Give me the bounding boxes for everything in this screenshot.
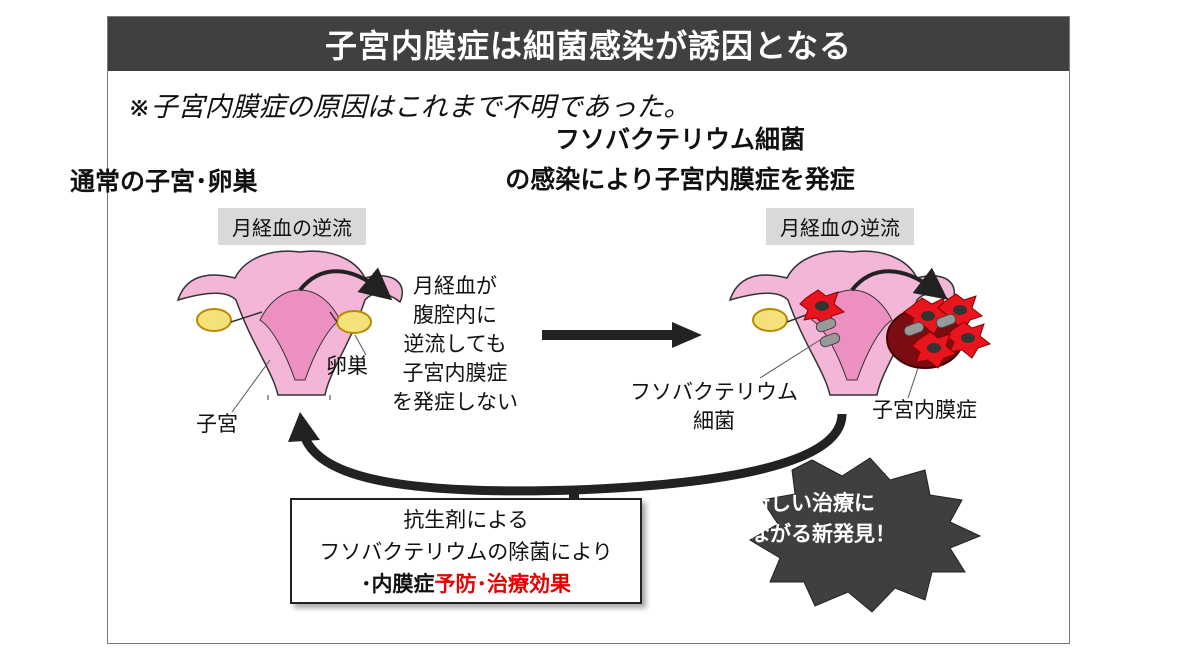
bacteria-rod-icon: [819, 332, 841, 348]
bacteria-label: フソバクテリウム 細菌: [614, 378, 814, 436]
callout-line1: 新しい治療に: [749, 491, 875, 515]
bacteria-label-line1: フソバクテリウム: [630, 380, 798, 404]
no-disease-note: 月経血が 腹腔内に 逆流しても 子宮内膜症 を発症しない: [390, 272, 520, 417]
callout-text: 新しい治療に つながる新発見！: [692, 488, 932, 550]
infected-ovary-icon: [752, 308, 788, 332]
treatment-line3-prefix: ･内膜症: [361, 572, 435, 596]
backflow-arrow-right: [850, 267, 948, 300]
slide-title: 子宮内膜症は細菌感染が誘因となる: [108, 17, 1069, 71]
progression-arrow: [542, 322, 702, 348]
backflow-tag-right: 月経血の逆流: [766, 208, 914, 245]
bacteria-rod-icon: [935, 313, 957, 329]
bacteria-rod-icon: [903, 321, 925, 337]
treatment-line1: 抗生剤による: [403, 508, 529, 532]
normal-uterus-illustration: [176, 250, 404, 413]
bacteria-label-line2: 細菌: [693, 409, 735, 433]
subtitle-note: ※子宮内膜症の原因はこれまで不明であった。: [128, 92, 691, 123]
treatment-return-arrow: [288, 412, 847, 502]
right-ovary-icon: [336, 310, 372, 334]
note-line: を発症しない: [392, 390, 518, 414]
callout-line2: つながる新発見！: [728, 522, 896, 546]
note-line: 腹腔内に: [413, 303, 497, 327]
backflow-arrow-left: [298, 267, 393, 301]
callout-burst-shape: [749, 457, 982, 613]
treatment-line3: ･内膜症予防･治療効果: [292, 568, 640, 600]
treatment-effect-highlight: 予防･治療効果: [434, 572, 572, 596]
backflow-tag-left: 月経血の逆流: [218, 208, 366, 245]
infection-heading-line1: フソバクテリウム細菌: [554, 125, 805, 154]
infection-heading: フソバクテリウム細菌 の感染により子宮内膜症を発症: [470, 120, 890, 200]
endometriosis-label: 子宮内膜症: [872, 398, 977, 422]
note-line: 逆流しても: [403, 332, 507, 356]
bacteria-rod-icon: [815, 317, 837, 333]
treatment-box: 抗生剤による フソバクテリウムの除菌により ･内膜症予防･治療効果: [290, 498, 642, 604]
left-ovary-icon: [196, 308, 232, 332]
treatment-line2: フソバクテリウムの除菌により: [319, 540, 613, 564]
note-line: 月経血が: [413, 274, 497, 298]
note-line: 子宮内膜症: [402, 361, 508, 385]
infected-uterus-illustration: [728, 250, 992, 399]
ovary-label: 卵巣: [326, 354, 368, 378]
normal-heading: 通常の子宮･卵巣: [70, 167, 258, 196]
uterus-label: 子宮: [196, 412, 238, 436]
infection-heading-line2: の感染により子宮内膜症を発症: [505, 165, 855, 194]
